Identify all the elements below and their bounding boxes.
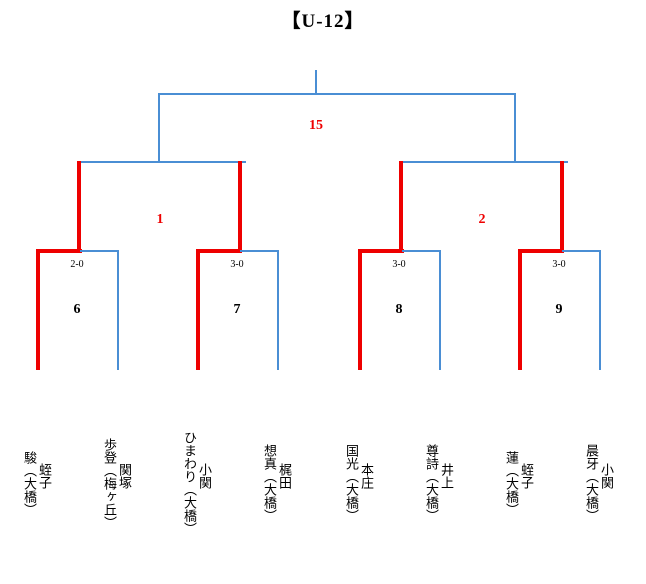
player-family-name: 小関 <box>598 463 613 489</box>
player-entry: 本庄 国光（大橋） <box>343 376 373 576</box>
player-given-name-and-club: 蓮（大橋） <box>503 450 518 516</box>
match6-horizontal-winner <box>36 249 82 253</box>
player-family-name: 小関 <box>196 463 211 489</box>
final-horizontal <box>158 93 516 95</box>
player-entry: 蛭子 駿（大橋） <box>21 376 51 576</box>
semi-left-horizontal <box>78 161 246 163</box>
semi-left-round-number: 1 <box>156 212 164 227</box>
match9-horizontal-winner <box>518 249 564 253</box>
player-given-name-and-club: 晨牙（大橋） <box>583 444 598 522</box>
player-family-name: 本庄 <box>358 463 373 489</box>
match8-number: 8 <box>395 302 403 317</box>
match9-horizontal-loser <box>562 250 600 252</box>
final-left-vertical <box>158 93 160 163</box>
match8-score: 3-0 <box>392 259 406 270</box>
player-given-name-and-club: 駿（大橋） <box>21 450 36 516</box>
player-entry: 井上 尊詩（大橋） <box>423 376 453 576</box>
match7-left-vertical <box>196 249 200 370</box>
match6-score: 2-0 <box>70 259 84 270</box>
player-given-name-and-club: 国光（大橋） <box>343 444 358 522</box>
match7-horizontal-loser <box>240 250 278 252</box>
player-entry: 梶田 想真（大橋） <box>261 376 291 576</box>
player-family-name: 梶田 <box>276 463 291 489</box>
champion-stem <box>315 70 317 94</box>
player-family-name: 井上 <box>438 463 453 489</box>
player-given-name-and-club: 歩登（梅ヶ丘） <box>101 437 116 529</box>
semi-right-horizontal <box>400 161 568 163</box>
player-given-name-and-club: ひまわり（大橋） <box>181 431 196 535</box>
final-right-vertical <box>514 93 516 163</box>
semi-right-left-vertical <box>399 161 403 251</box>
player-family-name: 関塚 <box>116 463 131 489</box>
match6-number: 6 <box>73 302 81 317</box>
match9-right-vertical <box>599 250 601 370</box>
player-entry: 小関 晨牙（大橋） <box>583 376 613 576</box>
match9-number: 9 <box>555 302 563 317</box>
semi-right-right-vertical <box>560 161 564 251</box>
match6-left-vertical <box>36 249 40 370</box>
final-round-number: 15 <box>309 118 323 133</box>
match6-horizontal-loser <box>80 250 118 252</box>
match9-score: 3-0 <box>552 259 566 270</box>
player-entry: 関塚 歩登（梅ヶ丘） <box>101 376 131 576</box>
match7-number: 7 <box>233 302 241 317</box>
semi-left-right-vertical <box>238 161 242 251</box>
player-entry: 蛭子 蓮（大橋） <box>503 376 533 576</box>
semi-left-left-vertical <box>77 161 81 251</box>
match8-right-vertical <box>439 250 441 370</box>
match7-score: 3-0 <box>230 259 244 270</box>
player-family-name: 蛭子 <box>36 463 51 489</box>
page-title: 【U-12】 <box>281 11 365 32</box>
match8-left-vertical <box>358 249 362 370</box>
match7-horizontal-winner <box>196 249 242 253</box>
match7-right-vertical <box>277 250 279 370</box>
match6-right-vertical <box>117 250 119 370</box>
player-given-name-and-club: 想真（大橋） <box>261 444 276 522</box>
match8-horizontal-loser <box>402 250 440 252</box>
match9-left-vertical <box>518 249 522 370</box>
player-given-name-and-club: 尊詩（大橋） <box>423 444 438 522</box>
semi-right-round-number: 2 <box>478 212 486 227</box>
player-family-name: 蛭子 <box>518 463 533 489</box>
player-entry: 小関 ひまわり（大橋） <box>181 376 211 576</box>
match8-horizontal-winner <box>358 249 404 253</box>
